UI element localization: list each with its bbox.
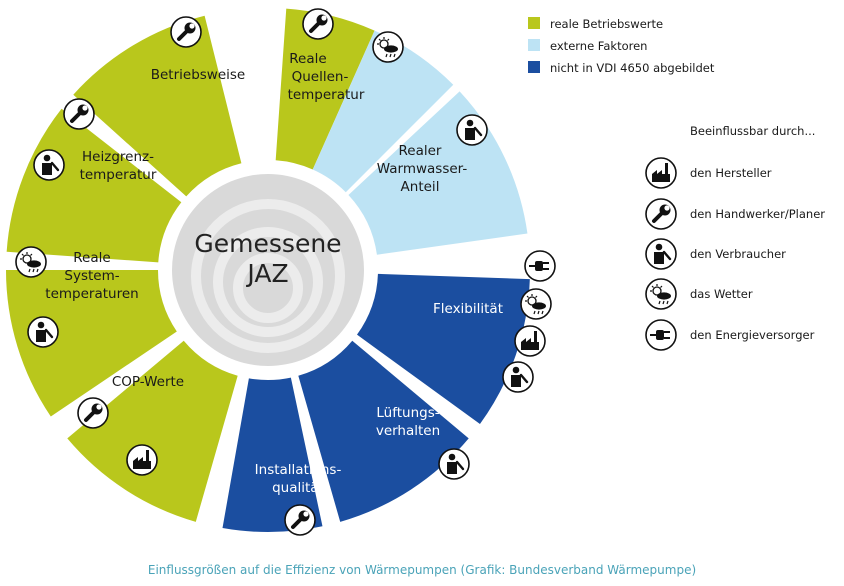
segment-label-flexibilitaet: Flexibilität (433, 301, 503, 317)
factory-icon (514, 325, 546, 357)
legend-label: externe Faktoren (550, 39, 647, 53)
center-circle: Gemessene JAZ (172, 174, 364, 366)
wrench-icon (283, 503, 317, 537)
label-line: Anteil (401, 179, 440, 195)
weather-icon (372, 31, 404, 63)
legend-influencer-label: den Verbraucher (690, 247, 786, 261)
label-line: Flexibilität (433, 301, 503, 317)
legend-influence-title: Beeinflussbar durch... (690, 124, 815, 138)
label-line: temperatur (288, 87, 365, 103)
label-line: Installations- (255, 462, 342, 478)
wrench-icon (62, 97, 96, 131)
segment-lueftung (298, 340, 469, 522)
segment-label-heizgrenz: Heizgrenz- temperatur (80, 149, 157, 183)
figure-caption: Einflussgrößen auf die Effizienz von Wär… (147, 563, 697, 577)
consumer-icon (437, 447, 471, 481)
segment-label-cop: COP-Werte (112, 374, 184, 390)
segment-quellentemperatur (275, 8, 375, 170)
label-line: Lüftungs- (376, 405, 439, 421)
label-line: Betriebsweise (151, 67, 246, 83)
label-line: System- (64, 268, 119, 284)
label-line: temperatur (80, 167, 157, 183)
segment-label-quellentemperatur: Reale Quellen- temperatur (288, 51, 365, 103)
legend-influencer-label: den Hersteller (690, 166, 772, 180)
label-line: Warmwasser- (377, 161, 468, 177)
label-line: verhalten (376, 423, 440, 439)
label-line: temperaturen (45, 286, 138, 302)
legend-label: nicht in VDI 4650 abgebildet (550, 61, 715, 75)
center-spiral (191, 199, 345, 353)
weather-icon (520, 288, 552, 320)
label-line: qualität (272, 480, 324, 496)
factory-icon (645, 157, 677, 189)
plug-icon (645, 319, 677, 351)
wrench-icon (169, 15, 203, 49)
label-line: COP-Werte (112, 374, 184, 390)
consumer-icon (26, 315, 60, 349)
legend-swatch-green (528, 17, 540, 29)
segments-layer (5, 8, 530, 532)
segment-label-lueftung: Lüftungs- verhalten (376, 405, 440, 439)
legend-label: reale Betriebswerte (550, 17, 663, 31)
label-line: Heizgrenz- (82, 149, 154, 165)
label-line: Reale (73, 250, 110, 266)
influence-diagram: Gemessene JAZ Reale Quellen- temperatur … (5, 7, 825, 537)
legend-swatch-light-blue (528, 39, 540, 51)
label-line: Realer (399, 143, 442, 159)
segment-label-betriebsweise: Betriebsweise (151, 67, 246, 83)
consumer-icon (32, 148, 66, 182)
weather-icon (645, 278, 677, 310)
legend-influencer-label: den Energieversorger (690, 328, 815, 342)
segment-cop (67, 340, 238, 522)
wrench-icon (644, 197, 678, 231)
plug-icon (524, 250, 556, 282)
weather-icon (15, 246, 47, 278)
segment-label-installation: Installations- qualität (255, 462, 342, 496)
label-line: Reale (289, 51, 326, 67)
center-title-line1: Gemessene (194, 229, 341, 258)
legend-influencers: Beeinflussbar durch... den Hersteller de… (644, 124, 825, 351)
segment-flexibilitaet (356, 273, 530, 424)
segment-quellentemperatur-external (312, 30, 454, 193)
center-title-line2: JAZ (245, 259, 288, 288)
segment-betriebsweise-main (73, 15, 242, 197)
legend-categories: reale Betriebswerte externe Faktoren nic… (528, 17, 715, 75)
legend-swatch-dark-blue (528, 61, 540, 73)
segment-label-warmwasser: Realer Warmwasser- Anteil (377, 143, 468, 195)
segment-label-systemtemperaturen: Reale System- temperaturen (45, 250, 138, 302)
segment-installation (222, 377, 323, 532)
legend-influencer-label: das Wetter (690, 287, 753, 301)
consumer-icon (644, 237, 678, 271)
segment-heizgrenz (6, 108, 182, 263)
factory-icon (126, 444, 158, 476)
label-line: Quellen- (292, 69, 349, 85)
consumer-icon (455, 113, 489, 147)
segment-systemtemperaturen (5, 270, 177, 417)
consumer-icon (501, 360, 535, 394)
wrench-icon (76, 396, 110, 430)
wrench-icon (301, 7, 335, 41)
legend-influencer-label: den Handwerker/Planer (690, 207, 825, 221)
